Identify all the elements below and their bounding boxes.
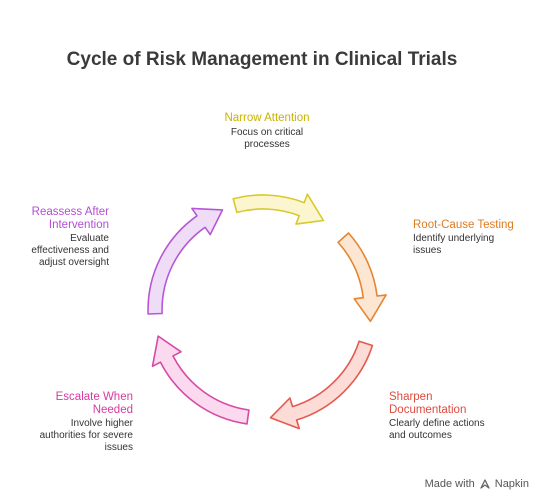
stage-narrow-attention-title: Narrow Attention <box>224 112 310 124</box>
desc-line: Involve higher <box>70 418 133 429</box>
arrow-root-cause <box>337 232 387 323</box>
title-line: Escalate When <box>55 391 133 403</box>
stage-narrow-attention-desc: Focus on critical processes <box>200 127 334 151</box>
stage-sharpen-documentation-desc: Clearly define actions and outcomes <box>389 418 529 442</box>
desc-line: Identify underlying <box>413 233 495 244</box>
arrow-escalate <box>151 335 250 425</box>
watermark-made-with: Made with <box>424 478 475 490</box>
title-line: Reassess After <box>31 206 109 218</box>
napkin-logo-icon <box>480 479 490 489</box>
desc-line: effectiveness and <box>31 245 109 256</box>
desc-line: issues <box>104 442 133 453</box>
desc-line: Focus on critical <box>230 127 304 138</box>
desc-line: processes <box>244 139 290 150</box>
desc-line: adjust oversight <box>38 257 109 268</box>
napkin-watermark: Made with Napkin <box>425 478 529 490</box>
desc-line: and outcomes <box>389 430 452 441</box>
desc-line: Clearly define actions <box>389 418 485 429</box>
diagram-title: Cycle of Risk Management in Clinical Tri… <box>66 49 458 70</box>
arrow-reassess <box>147 207 224 315</box>
title-line: Needed <box>92 404 133 416</box>
arrow-sharpen-documentation <box>269 340 374 430</box>
title-line: Sharpen <box>389 391 433 403</box>
title-line: Documentation <box>389 404 467 416</box>
stage-escalate-title: Escalate When Needed <box>10 391 133 417</box>
stage-reassess-desc: Evaluate effectiveness and adjust oversi… <box>10 233 109 269</box>
stage-reassess-title: Reassess After Intervention <box>10 206 109 232</box>
stage-escalate-desc: Involve higher authorities for severe is… <box>10 418 133 454</box>
title-line: Intervention <box>48 219 109 231</box>
stage-root-cause-desc: Identify underlying issues <box>413 233 538 257</box>
arrow-narrow-attention <box>232 193 325 225</box>
desc-line: issues <box>413 245 442 256</box>
desc-line: authorities for severe <box>39 430 133 441</box>
stage-root-cause-title: Root-Cause Testing <box>413 219 514 231</box>
desc-line: Evaluate <box>70 233 109 244</box>
stage-sharpen-documentation-title: Sharpen Documentation <box>389 391 529 417</box>
watermark-brand: Napkin <box>494 478 529 490</box>
